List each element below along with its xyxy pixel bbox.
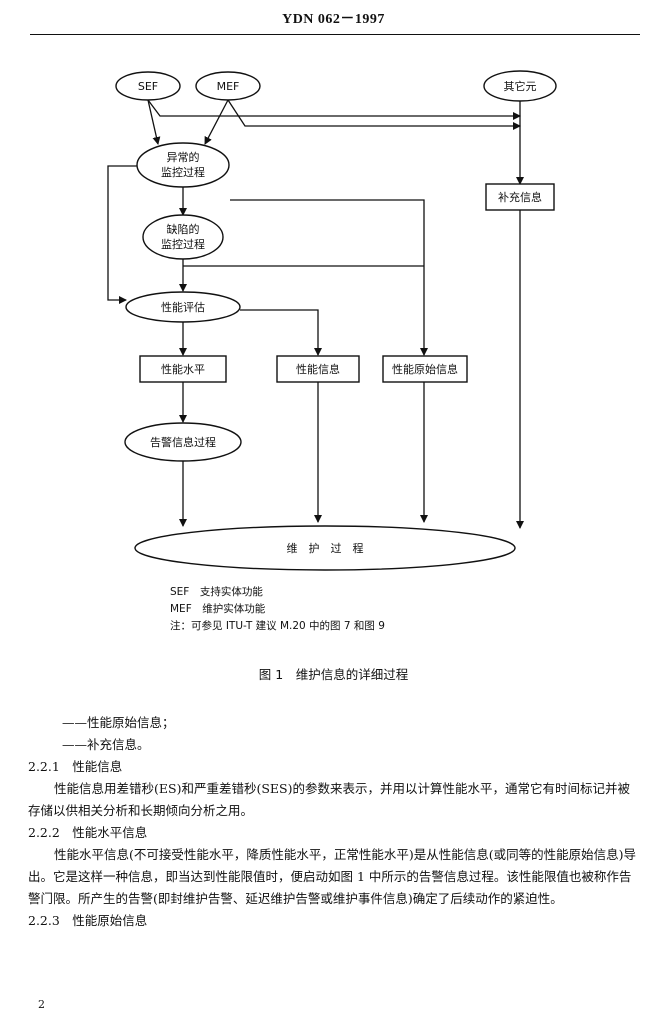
body-text: ——性能原始信息； ——补充信息。 2.2.1 性能信息 性能信息用差错秒(ES…	[28, 712, 640, 932]
maintenance-flow-diagram: SEF MEF 其它元 异常的 监控过程 缺陷的 监控过程 性能评估 补充信息 …	[107, 70, 557, 571]
label-defect-1: 缺陷的	[167, 222, 200, 236]
page-number: 2	[38, 998, 45, 1011]
legend-sef: SEF 支持实体功能	[170, 586, 263, 598]
label-perf-level: 性能水平	[161, 362, 205, 376]
node-alarm	[124, 422, 242, 462]
label-mef: MEF	[217, 80, 240, 93]
header-rule	[30, 34, 640, 35]
list-item: ——补充信息。	[62, 737, 150, 752]
label-perf-raw: 性能原始信息	[392, 362, 458, 376]
node-sef	[115, 71, 181, 101]
page-header: YDN 062－1997	[282, 12, 385, 27]
section-heading: 2.2.1 性能信息	[28, 759, 123, 774]
arrow-sef-other	[147, 99, 521, 120]
node-defect	[142, 214, 224, 260]
legend-note: 注：可参见 ITU-T 建议 M.20 中的图 7 和图 9	[170, 620, 385, 632]
label-maint: 维 护 过 程	[287, 541, 364, 555]
section-heading: 2.2.2 性能水平信息	[28, 825, 148, 840]
node-other	[483, 70, 557, 102]
node-perf-eval	[125, 291, 241, 323]
figure-caption: 图 1 维护信息的详细过程	[258, 667, 409, 682]
section-paragraph: 性能信息用差错秒(ES)和严重差错秒(SES)的参数来表示，并用以计算性能水平，…	[28, 781, 630, 818]
legend-mef: MEF 维护实体功能	[170, 603, 266, 615]
arrow-abnormal-perfeval	[107, 165, 140, 304]
node-supplement	[485, 183, 555, 211]
section-paragraph: 性能水平信息(不可接受性能水平，降质性能水平，正常性能水平)是从性能信息(或同等…	[28, 847, 637, 906]
label-abnormal-2: 监控过程	[161, 165, 205, 179]
label-defect-2: 监控过程	[161, 237, 205, 251]
label-perf-info: 性能信息	[296, 362, 340, 376]
arrow-perfeval-perfinfo	[240, 309, 322, 356]
node-perf-info	[276, 355, 360, 383]
list-item: ——性能原始信息；	[62, 715, 175, 730]
node-perf-raw	[382, 355, 468, 383]
node-mef	[195, 71, 261, 101]
node-perf-level	[139, 355, 227, 383]
label-alarm: 告警信息过程	[150, 435, 216, 449]
arrow-abnormal-perfraw	[230, 199, 428, 356]
label-abnormal-1: 异常的	[167, 150, 200, 164]
label-supplement: 补充信息	[498, 190, 542, 204]
arrow-mef-other	[227, 99, 521, 130]
label-sef: SEF	[138, 80, 158, 93]
arrow-mef-abnormal	[204, 99, 229, 145]
section-heading: 2.2.3 性能原始信息	[28, 913, 148, 928]
arrow-sef-abnormal	[147, 99, 161, 145]
node-abnormal	[136, 142, 230, 188]
label-perf-eval: 性能评估	[161, 300, 205, 314]
label-other: 其它元	[504, 79, 537, 93]
node-maint	[134, 525, 516, 571]
